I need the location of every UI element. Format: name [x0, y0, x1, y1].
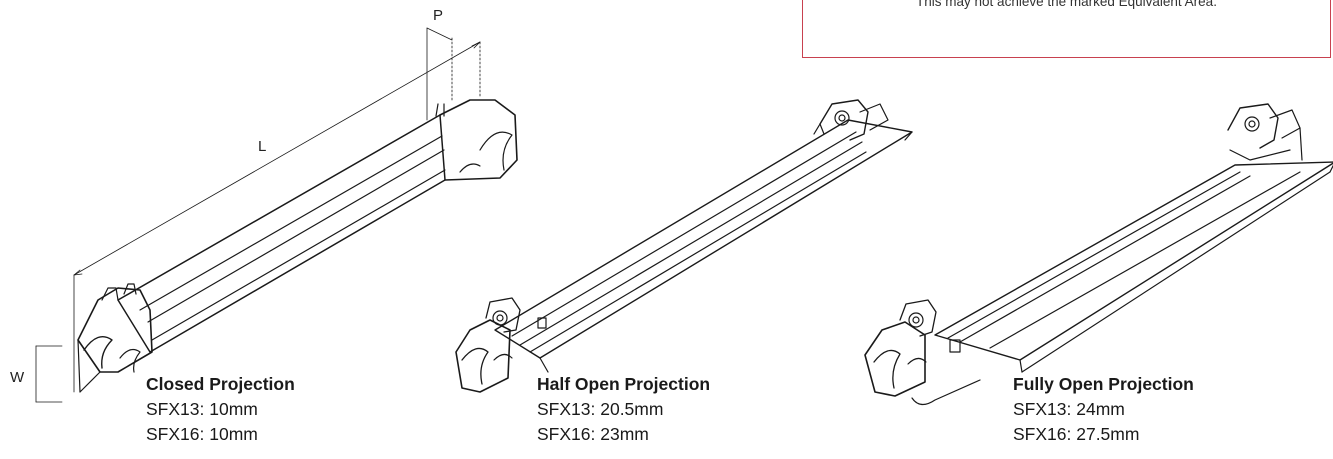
fully-open-projection-sfx13: SFX13: 24mm: [1013, 399, 1125, 419]
fully-open-projection-sfx16: SFX16: 27.5mm: [1013, 424, 1140, 444]
fully-open-vent-drawing: [864, 103, 1333, 406]
fully-open-projection-title: Fully Open Projection: [1013, 374, 1194, 394]
half-open-projection-caption: Half Open Projection SFX13: 20.5mm SFX16…: [537, 372, 710, 447]
note-text: This may not achieve the marked Equivale…: [916, 0, 1217, 9]
closed-projection-caption: Closed Projection SFX13: 10mm SFX16: 10m…: [146, 372, 295, 447]
closed-projection-sfx13: SFX13: 10mm: [146, 399, 258, 419]
fully-open-projection-caption: Fully Open Projection SFX13: 24mm SFX16:…: [1013, 372, 1194, 447]
half-open-projection-sfx13: SFX13: 20.5mm: [537, 399, 664, 419]
dimension-w-label: W: [10, 369, 25, 386]
dimension-l-label: L: [258, 138, 267, 155]
closed-projection-title: Closed Projection: [146, 374, 295, 394]
half-open-projection-title: Half Open Projection: [537, 374, 711, 394]
note-box: This may not achieve the marked Equivale…: [802, 0, 1331, 58]
half-open-projection-sfx16: SFX16: 23mm: [537, 424, 649, 444]
closed-vent-drawing: [35, 27, 518, 403]
closed-projection-sfx16: SFX16: 10mm: [146, 424, 258, 444]
dimension-p-label: P: [433, 7, 444, 24]
half-open-vent-drawing: [455, 99, 913, 393]
